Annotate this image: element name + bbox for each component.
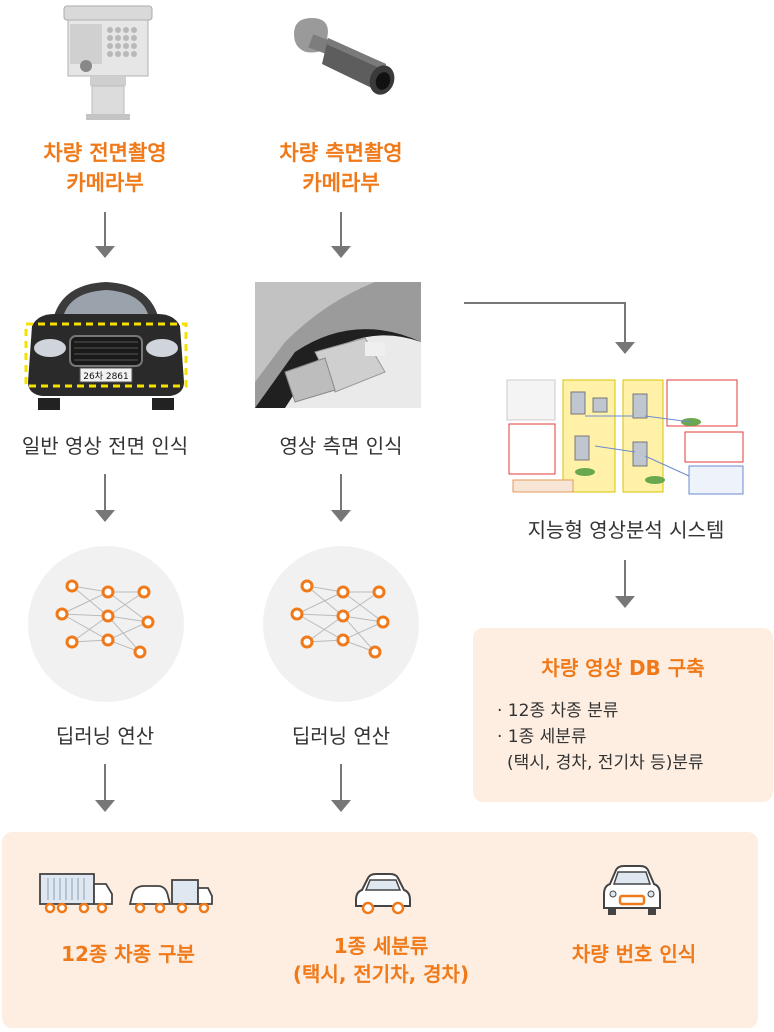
system-diagram-image — [505, 376, 745, 498]
arrow-head — [331, 800, 351, 812]
db-item-3: (택시, 경차, 전기차 등)분류 — [507, 753, 704, 773]
license-plate: 26차 2861 — [83, 370, 129, 382]
arrow-connector — [104, 212, 106, 246]
vehicle-group-icon — [38, 866, 218, 918]
db-item-1: · 12종 차종 분류 — [497, 701, 619, 721]
db-build-box: 차량 영상 DB 구축 · 12종 차종 분류 · 1종 세분류 (택시, 경차… — [473, 628, 773, 802]
side-camera-title: 차량 측면촬영 — [279, 141, 403, 165]
front-camera-subtitle: 카메라부 — [66, 171, 144, 195]
car-front-image: 26차 2861 — [24, 278, 188, 410]
arrow-connector — [624, 302, 626, 342]
arrow-connector — [340, 212, 342, 246]
output-subclass-detail: (택시, 전기차, 경차) — [292, 962, 470, 986]
db-item-2: · 1종 세분류 — [497, 727, 587, 747]
side-view-image — [255, 282, 421, 408]
output-box — [2, 832, 758, 1028]
car-plate-icon — [600, 862, 664, 918]
arrow-head — [331, 510, 351, 522]
deep-learning-label-1: 딥러닝 연산 — [55, 724, 155, 748]
arrow-connector — [104, 474, 106, 510]
box-camera-icon — [52, 4, 162, 124]
side-recognition-label: 영상 측면 인식 — [279, 434, 403, 458]
deep-learning-label-2: 딥러닝 연산 — [291, 724, 391, 748]
arrow-head — [615, 596, 635, 608]
bullet-camera-icon — [288, 8, 408, 108]
elbow-connector — [464, 302, 626, 304]
arrow-connector — [104, 764, 106, 800]
front-camera-title: 차량 전면촬영 — [43, 141, 167, 165]
system-label: 지능형 영상분석 시스템 — [527, 518, 725, 542]
db-title: 차량 영상 DB 구축 — [541, 656, 705, 680]
output-vehicle-types-label: 12종 차종 구분 — [61, 942, 195, 966]
neural-network-icon — [263, 546, 419, 702]
arrow-head — [331, 246, 351, 258]
side-camera-subtitle: 카메라부 — [302, 171, 380, 195]
arrow-head — [95, 800, 115, 812]
arrow-connector — [340, 764, 342, 800]
car-icon — [350, 866, 414, 918]
output-plate-recognition-label: 차량 번호 인식 — [571, 942, 697, 966]
arrow-connector — [624, 560, 626, 596]
arrow-connector — [340, 474, 342, 510]
arrow-head — [95, 246, 115, 258]
front-recognition-label: 일반 영상 전면 인식 — [21, 434, 189, 458]
output-subclass-label: 1종 세분류 — [333, 934, 429, 958]
neural-network-icon — [28, 546, 184, 702]
arrow-head — [615, 342, 635, 354]
arrow-head — [95, 510, 115, 522]
